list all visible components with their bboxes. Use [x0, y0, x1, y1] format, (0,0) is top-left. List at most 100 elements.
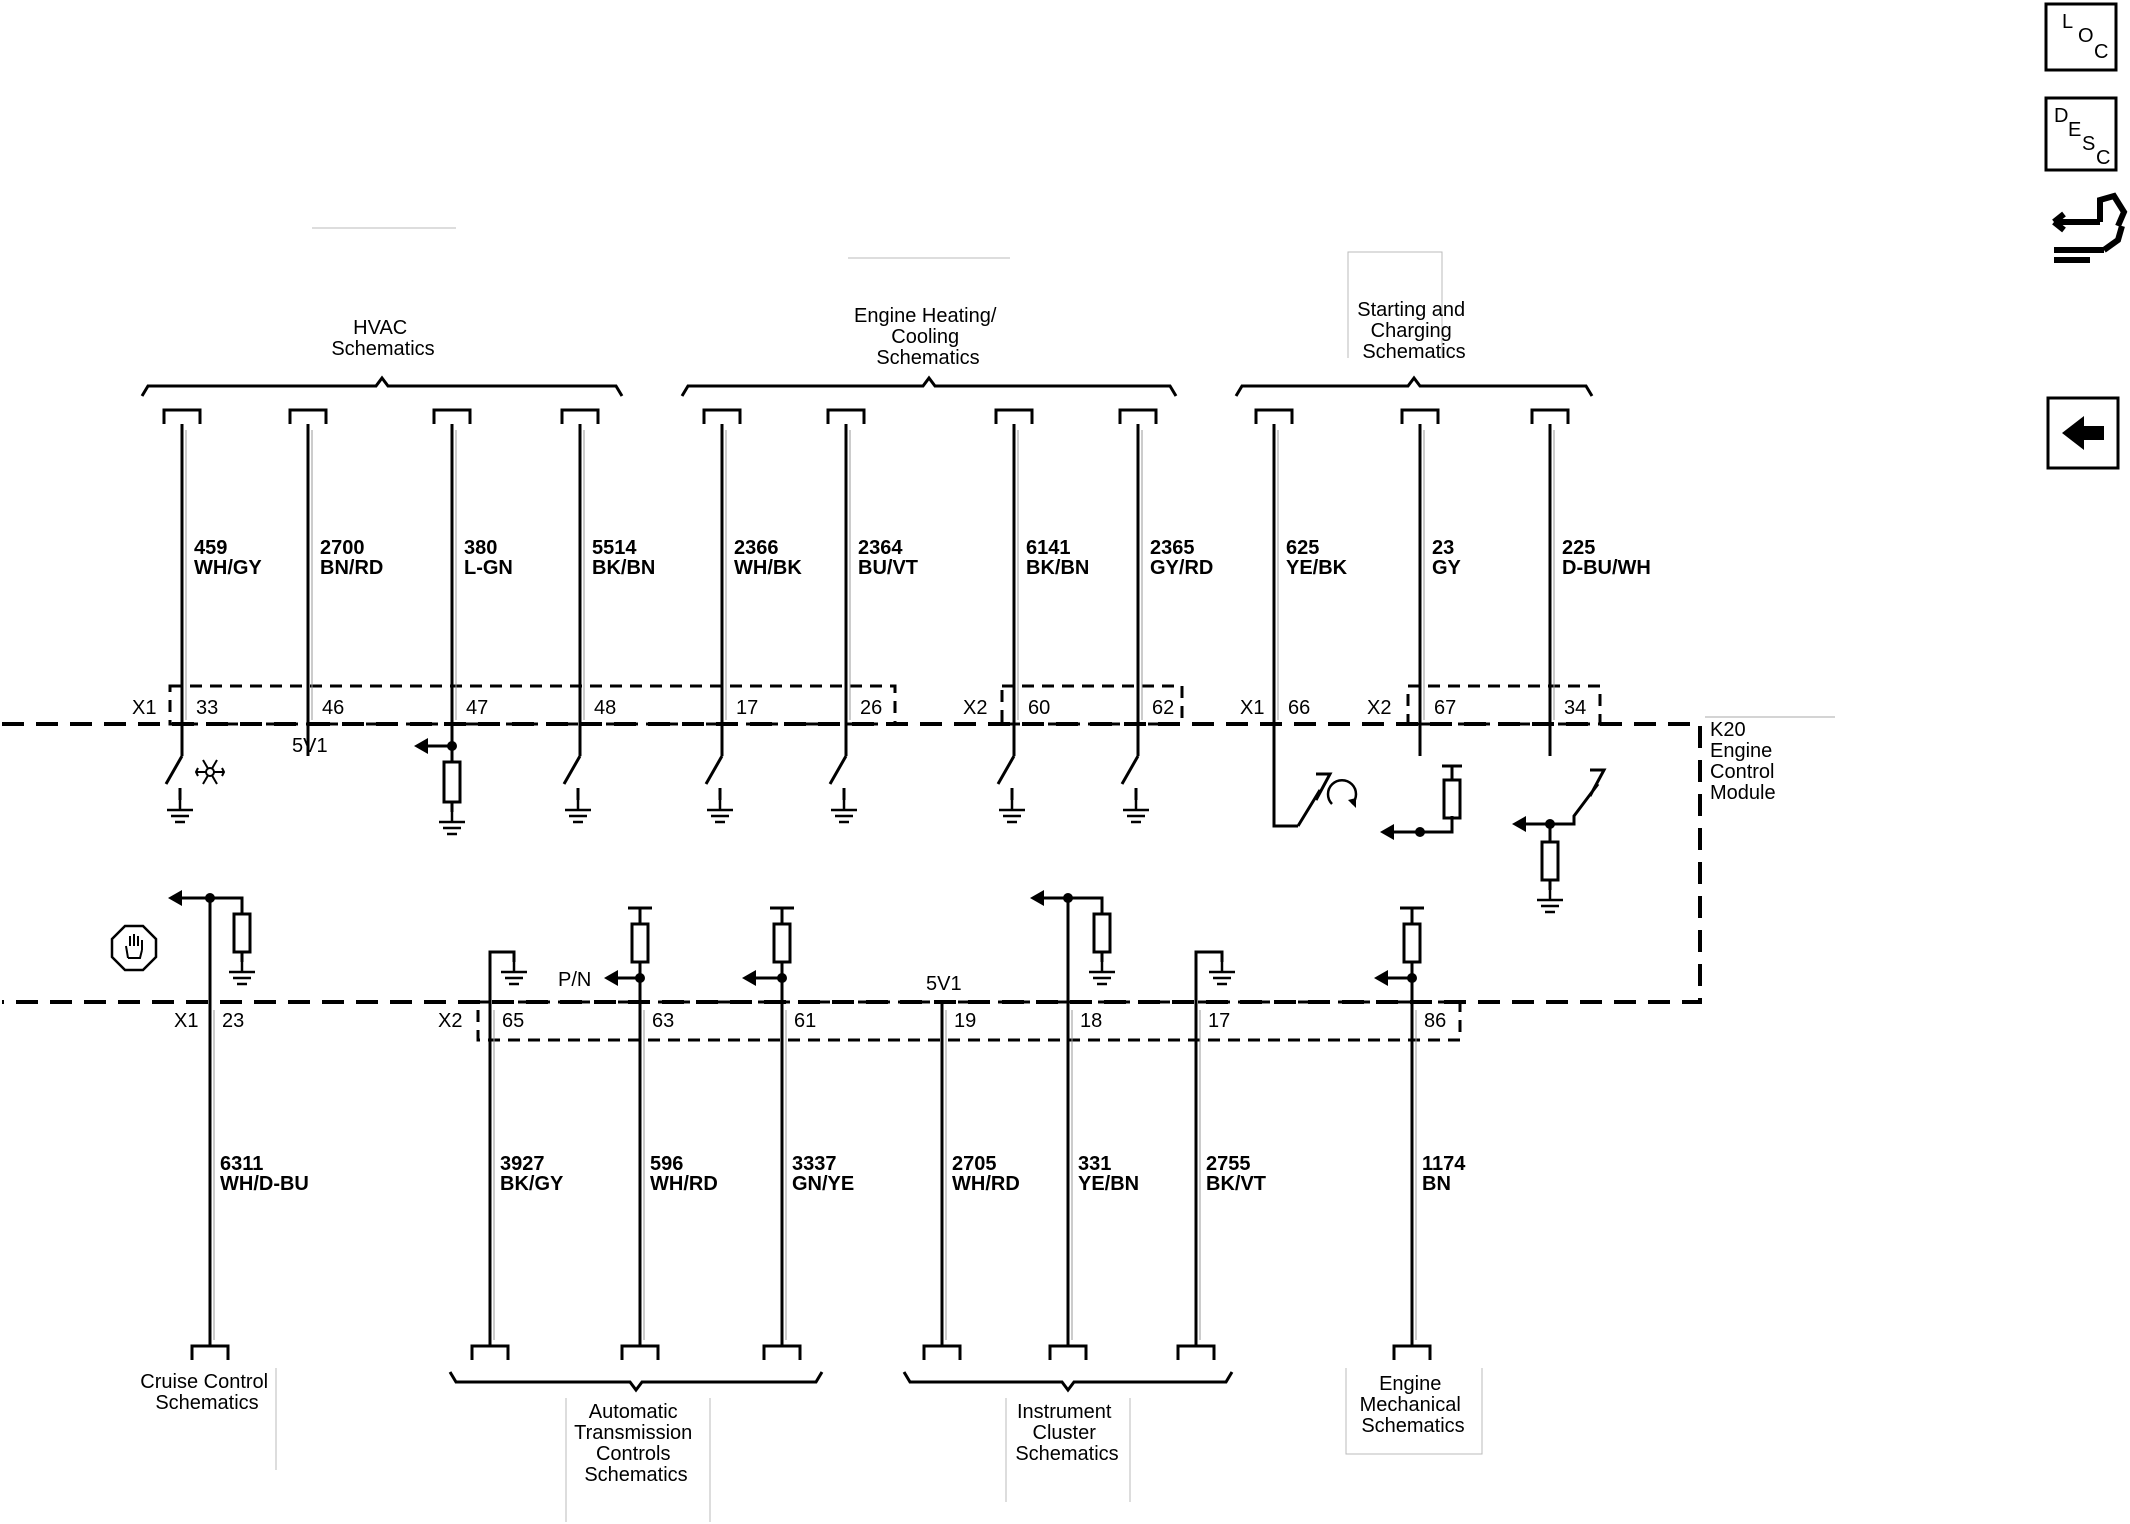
pin-number: 18 — [1080, 1010, 1102, 1032]
desc-letter-c: C — [2096, 147, 2110, 169]
connector-x2-top-a — [1000, 684, 1184, 726]
pin-number: 23 — [222, 1010, 244, 1032]
wire-circuit-number: 6311 — [220, 1153, 263, 1175]
pin-number: 19 — [954, 1010, 976, 1032]
signal-5v1-top: 5V1 — [292, 735, 328, 757]
conn-label-x1: X1 — [174, 1010, 198, 1032]
harness-connector — [1118, 408, 1158, 424]
internal-junctions-bottom — [168, 890, 1417, 986]
mechanical-label: Engine Mechanical Schematics — [1360, 1373, 1467, 1437]
wire-circuit-number: 3337 — [792, 1153, 837, 1175]
wire-color-code: YE/BN — [1078, 1173, 1139, 1195]
loc-letter-c: C — [2094, 41, 2108, 63]
pin-number: 62 — [1152, 697, 1174, 719]
wire-circuit-number: 3927 — [500, 1153, 545, 1175]
desc-letter-e: E — [2068, 119, 2081, 141]
wire-color-code: BN — [1422, 1173, 1451, 1195]
wire-color-code: YE/BK — [1286, 557, 1348, 579]
pin-number: 61 — [794, 1010, 816, 1032]
wire-circuit-number: 2705 — [952, 1153, 997, 1175]
desc-letter-s: S — [2082, 133, 2095, 155]
harness-connector — [1254, 408, 1294, 424]
wire-circuit-number: 380 — [464, 537, 497, 559]
wire-circuit-number: 6141 — [1026, 537, 1071, 559]
cruise-label: Cruise Control Schematics — [140, 1371, 273, 1414]
connector-x2-bottom — [476, 1000, 1462, 1042]
bottom-wires: 6311WH/D-BU233927BK/GY65596WH/RD633337GN… — [190, 898, 1466, 1360]
starting-rule — [1347, 251, 1443, 358]
pin-number: 60 — [1028, 697, 1050, 719]
wire-color-code: L-GN — [464, 557, 513, 579]
wire-circuit-number: 2700 — [320, 537, 365, 559]
wire-color-code: WH/RD — [650, 1173, 718, 1195]
module-label: K20 Engine Control Module — [1710, 719, 1780, 804]
wire-color-code: WH/BK — [734, 557, 802, 579]
engine-heating-bracket — [680, 375, 1178, 397]
wire-circuit-number: 1174 — [1422, 1153, 1466, 1175]
conn-label-x1: X1 — [1240, 697, 1264, 719]
signal-5v1-bottom: 5V1 — [926, 973, 962, 995]
crank-rotation-icon — [1326, 778, 1358, 808]
cruise-cancel-icon — [110, 924, 158, 972]
engine-heating-label: Engine Heating/ Cooling Schematics — [854, 305, 1002, 369]
starting-label: Starting and Charging Schematics — [1357, 299, 1470, 363]
harness-connector — [190, 1344, 230, 1360]
harness-connector — [1392, 1344, 1432, 1360]
harness-connector — [432, 408, 472, 424]
wire-circuit-number: 2366 — [734, 537, 779, 559]
wire-circuit-number: 2755 — [1206, 1153, 1251, 1175]
wire-circuit-number: 459 — [194, 537, 227, 559]
wire-circuit-number: 596 — [650, 1153, 683, 1175]
pin-number: 17 — [736, 697, 758, 719]
module-boundary — [2, 722, 1702, 1004]
pin-number: 86 — [1424, 1010, 1446, 1032]
connector-x2-top-b — [1406, 684, 1602, 726]
desc-letter-d: D — [2054, 105, 2068, 127]
harness-connector — [1400, 408, 1440, 424]
wire-color-code: D-BU/WH — [1562, 557, 1651, 579]
harness-connector — [1176, 1344, 1216, 1360]
loc-button[interactable]: L O C — [2044, 2, 2118, 72]
loc-letter-o: O — [2078, 25, 2094, 47]
harness-connector — [1048, 1344, 1088, 1360]
conn-label-x2: X2 — [963, 697, 987, 719]
wire-circuit-number: 331 — [1078, 1153, 1111, 1175]
connector-tool-icon[interactable] — [2052, 192, 2128, 263]
wire-circuit-number: 5514 — [592, 537, 637, 559]
cluster-label: Instrument Cluster Schematics — [1015, 1401, 1118, 1465]
harness-connector — [826, 408, 866, 424]
wire-color-code: WH/D-BU — [220, 1173, 309, 1195]
conn-label-x1: X1 — [132, 697, 156, 719]
harness-connector — [994, 408, 1034, 424]
wire-color-code: BK/BN — [592, 557, 655, 579]
pin-number: 67 — [1434, 697, 1456, 719]
wire-color-code: GY/RD — [1150, 557, 1213, 579]
mechanical-rule — [1345, 1368, 1483, 1455]
pin-number: 63 — [652, 1010, 674, 1032]
desc-button[interactable]: D E S C — [2044, 96, 2118, 172]
back-arrow-icon[interactable] — [2046, 396, 2120, 470]
hvac-bracket — [140, 375, 624, 397]
wire-circuit-number: 2364 — [858, 537, 903, 559]
pin-number: 46 — [322, 697, 344, 719]
harness-connector — [762, 1344, 802, 1360]
pin-number: 48 — [594, 697, 616, 719]
wire-circuit-number: 225 — [1562, 537, 1595, 559]
wire-color-code: BK/VT — [1206, 1173, 1266, 1195]
harness-connector — [620, 1344, 660, 1360]
